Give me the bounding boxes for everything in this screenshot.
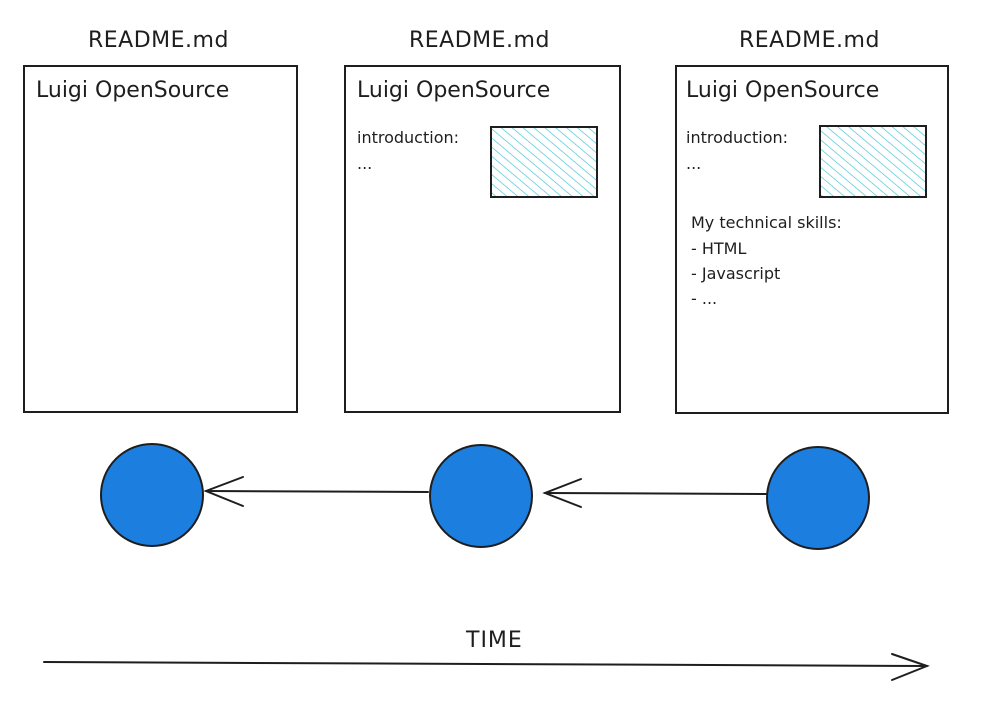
snapshot-1-file-title: README.md bbox=[88, 28, 229, 53]
skill-item: - ... bbox=[691, 289, 718, 308]
snapshot-2-intro-ellipsis: ... bbox=[357, 154, 373, 173]
skill-item: - HTML bbox=[691, 239, 747, 258]
snapshot-frame-3 bbox=[675, 65, 949, 414]
commit-node-2 bbox=[429, 444, 533, 548]
snapshot-2-intro-label: introduction: bbox=[357, 128, 460, 147]
snapshot-3-doc-title: Luigi OpenSource bbox=[686, 78, 880, 103]
time-arrow bbox=[43, 653, 930, 681]
image-placeholder-2 bbox=[490, 126, 598, 198]
snapshot-1-doc-title: Luigi OpenSource bbox=[36, 78, 230, 103]
snapshot-3-file-title: README.md bbox=[739, 28, 880, 53]
history-arrow-3-to-2 bbox=[542, 478, 767, 508]
snapshot-3-skills-heading: My technical skills: bbox=[691, 213, 842, 232]
snapshot-3-intro-label: introduction: bbox=[686, 128, 789, 147]
snapshot-2-doc-title: Luigi OpenSource bbox=[357, 78, 551, 103]
snapshot-frame-1 bbox=[23, 65, 298, 413]
snapshot-2-file-title: README.md bbox=[409, 28, 550, 53]
snapshot-3-intro-ellipsis: ... bbox=[686, 154, 702, 173]
snapshot-frame-2 bbox=[344, 65, 621, 413]
skill-item: - Javascript bbox=[691, 264, 781, 283]
time-label: TIME bbox=[466, 628, 523, 653]
history-arrow-2-to-1 bbox=[203, 476, 429, 507]
commit-node-1 bbox=[100, 443, 204, 547]
image-placeholder-3 bbox=[819, 125, 927, 198]
commit-node-3 bbox=[766, 446, 870, 550]
